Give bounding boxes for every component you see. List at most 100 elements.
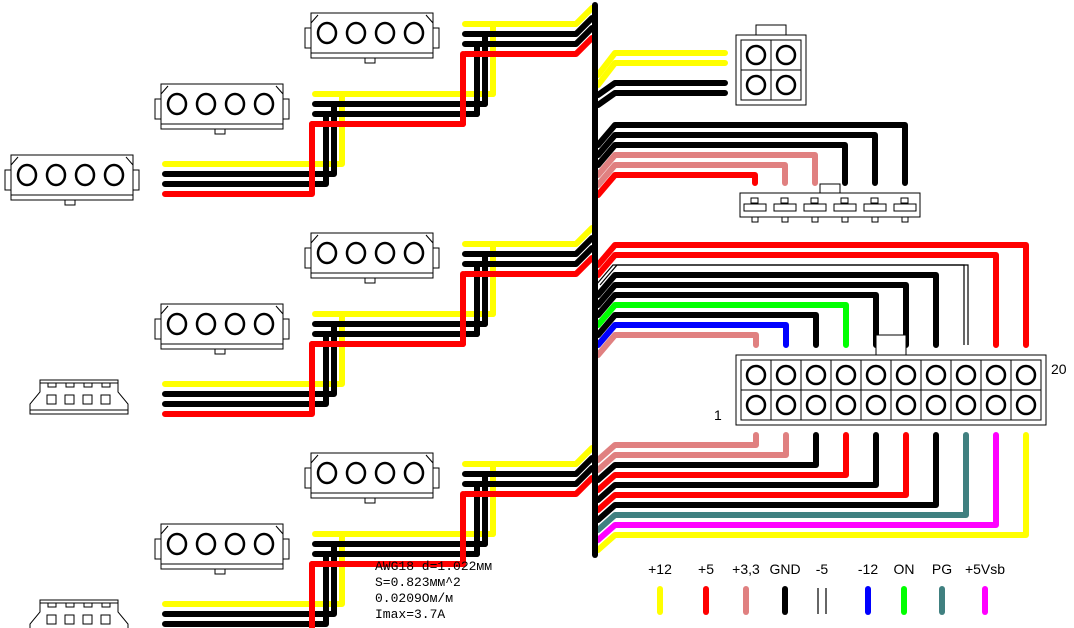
molex-pin (253, 92, 275, 116)
molex-pin (16, 163, 38, 187)
legend-label: -5 (816, 561, 829, 577)
wire-3-p12-seg1 (462, 445, 595, 467)
wire-atx-bottom-10 (595, 432, 1029, 553)
floppy-pin (46, 614, 57, 625)
wire-aux-p33-4 (595, 162, 788, 188)
wire-3-gnd-seg1 (462, 455, 595, 477)
legend-label: +12 (648, 561, 672, 577)
aux-foot (901, 216, 909, 223)
wire-atx-bottom-7 (595, 432, 939, 523)
molex-connector-3b (154, 523, 290, 575)
atx-pin (925, 394, 947, 416)
wire-atx-bottom-9 (595, 432, 999, 543)
wire-2-gnd-seg3 (162, 321, 337, 397)
floppy-pin (64, 394, 75, 405)
legend-label: +5Vsb (965, 561, 1005, 577)
legend-item-+12: +12 (648, 561, 672, 615)
wire-1-gnd-seg1 (462, 15, 595, 37)
atx-pin (745, 364, 767, 386)
molex-latch-left (154, 318, 162, 340)
molex-bevel (310, 14, 319, 24)
wire-atx-bottom-3 (595, 432, 819, 483)
atx-pin (925, 364, 947, 386)
molex-pin (195, 92, 217, 116)
atx-pin (895, 364, 917, 386)
molex-pin (316, 241, 338, 265)
molex-pin (374, 241, 396, 265)
aux-notch (810, 197, 819, 204)
molex-latch-left (304, 247, 312, 269)
floppy-pin (100, 394, 111, 405)
aux-pin (833, 203, 857, 212)
atx-pin (865, 364, 887, 386)
molex-pin (403, 21, 425, 45)
wire-aux-gnd-0 (595, 122, 908, 186)
floppy-notch (65, 602, 75, 608)
molex-pin (345, 21, 367, 45)
wire-1-gnd-seg3 (162, 111, 329, 187)
aux-notch (750, 197, 759, 204)
floppy-connector-3 (29, 599, 129, 628)
molex-latch-left (154, 98, 162, 120)
molex-bevel (275, 525, 284, 535)
aux-notch (780, 197, 789, 204)
wire-p4-gnd-3 (595, 90, 728, 108)
molex-pin (224, 312, 246, 336)
aux-foot (781, 216, 789, 223)
atx-pin-20-label: 20 (1051, 361, 1067, 377)
molex-bevel (275, 305, 284, 315)
legend-item-PG: PG (932, 561, 952, 615)
molex-bevel (275, 85, 284, 95)
wire-p4-p12-1 (595, 60, 728, 88)
atx-pin (775, 394, 797, 416)
wire-atx-top-13 (595, 312, 819, 348)
molex-pin (403, 241, 425, 265)
molex-bevel (125, 156, 134, 166)
molex-key (214, 128, 226, 135)
aux-notch (900, 197, 909, 204)
wire-2-p5-seg1 (462, 255, 595, 277)
molex-pin (374, 461, 396, 485)
atx-pin (805, 364, 827, 386)
p4-pin (775, 44, 797, 66)
molex-pin (224, 92, 246, 116)
molex-latch-right (282, 538, 290, 560)
molex-connector-1c (4, 154, 140, 206)
aux-body (739, 192, 921, 218)
wire-p4-gnd-2 (595, 80, 728, 98)
molex-bevel (310, 454, 319, 464)
molex-connector-1b (154, 83, 290, 135)
atx-20pin-connector (735, 334, 1047, 426)
aux-foot (751, 216, 759, 223)
wire-2-gnd-seg1 (462, 235, 595, 257)
molex-latch-right (432, 467, 440, 489)
floppy-notch (101, 382, 111, 388)
legend-item-+5: +5 (698, 561, 714, 615)
wire-2-p5-seg3 (162, 341, 315, 417)
wires-layer (162, 5, 1029, 628)
floppy-notch (65, 382, 75, 388)
molex-pin (103, 163, 125, 187)
floppy-notch (83, 602, 93, 608)
aux-latch (819, 183, 841, 194)
molex-key (364, 57, 376, 64)
wire-2-p12-seg3 (162, 311, 345, 387)
legend-item--5: -5 (816, 561, 829, 614)
wire-2-gnd-seg1 (462, 245, 595, 267)
atx-pin (985, 364, 1007, 386)
atx-pin (955, 394, 977, 416)
floppy-connector-2 (29, 379, 129, 415)
legend-item-GND: GND (769, 561, 801, 615)
wire-p4-p12-0 (595, 50, 728, 78)
molex-connector-2b (154, 303, 290, 355)
wire-aux-gnd-1 (595, 132, 878, 186)
wire-spec-resistance: 0.0209Ом/м (375, 591, 453, 606)
atx-pin (745, 394, 767, 416)
aux-notch (840, 197, 849, 204)
floppy-pin (82, 394, 93, 405)
atx-pin (985, 394, 1007, 416)
molex-pin (195, 532, 217, 556)
molex-connector-1a (304, 12, 440, 64)
legend-label: +3,3 (732, 561, 760, 577)
